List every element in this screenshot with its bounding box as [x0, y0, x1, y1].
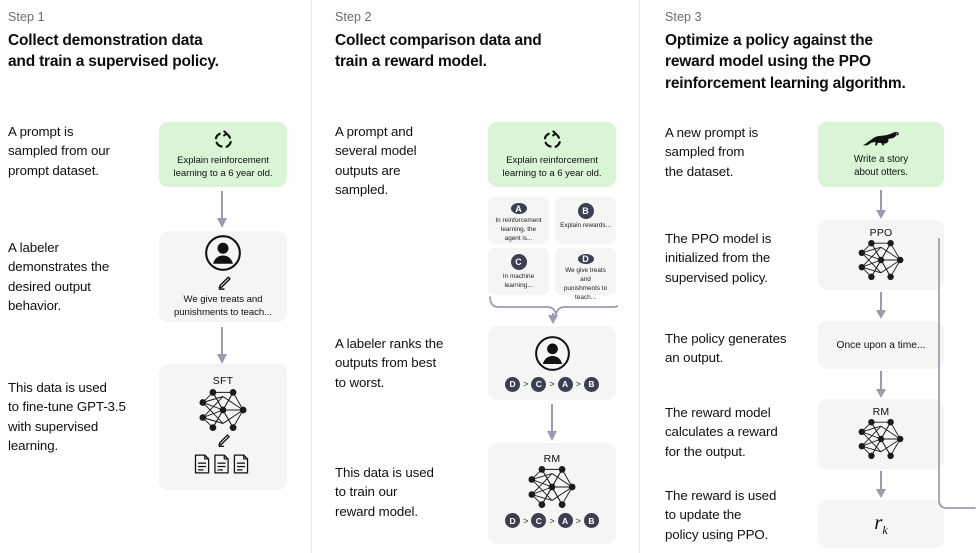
step-1-prompt-text: Explain reinforcement learning to a 6 ye…	[173, 154, 273, 179]
step-3-output-card: Once upon a time...	[818, 321, 944, 369]
rank-badge-2: C	[531, 513, 547, 528]
step-1-label: Step 1	[8, 10, 45, 24]
step-3-column: Step 3 Optimize a policy against the rew…	[655, 0, 977, 553]
step-3-caption-3: The policy generates an output.	[665, 331, 787, 366]
step-3-rm-card: RM	[818, 399, 944, 469]
step-3-ppo-card: PPO	[818, 220, 944, 290]
neural-net-icon	[851, 240, 911, 280]
arrow-down-6	[874, 371, 888, 399]
step-2-rm-title: RM	[543, 453, 561, 465]
step-2-labeler-card: D > C > A > B	[488, 326, 616, 400]
person-icon	[534, 335, 571, 372]
rank-badge-3: A	[557, 376, 573, 392]
arrow-down-5	[874, 292, 888, 320]
step-2-rm-ranking: D > C > A > B	[505, 513, 599, 528]
rank-gt: >	[575, 515, 581, 526]
option-card-a: A In reinforcement learning, the agent i…	[488, 197, 549, 244]
column-divider-1	[311, 0, 312, 553]
option-text-c: In machine learning...	[502, 273, 535, 289]
pencil-icon	[215, 433, 231, 449]
step-3-prompt-card: Write a story about otters.	[818, 122, 944, 187]
rank-badge-4: B	[583, 513, 599, 528]
step-2-label: Step 2	[335, 10, 372, 24]
otter-icon	[861, 130, 901, 148]
step-3-prompt-text: Write a story about otters.	[853, 153, 909, 178]
arrow-down-3	[545, 404, 559, 442]
step-2-column: Step 2 Collect comparison data and train…	[327, 0, 639, 553]
option-badge-c: C	[510, 254, 527, 270]
step-1-column: Step 1 Collect demonstration data and tr…	[0, 0, 311, 553]
option-card-c: C In machine learning...	[488, 248, 549, 295]
reload-icon	[541, 129, 563, 151]
rank-gt: >	[549, 379, 555, 389]
rank-badge-4: B	[583, 376, 599, 392]
reward-formula: rk	[874, 509, 888, 538]
step-1-caption-3: This data is used to fine-tune GPT-3.5 w…	[8, 380, 126, 453]
step-2-caption-3: This data is used to train our reward mo…	[335, 465, 434, 519]
pencil-icon	[215, 275, 232, 292]
option-text-b: Explain rewards...	[560, 222, 611, 229]
step-2-labeler-ranking: D > C > A > B	[505, 376, 599, 392]
step-1-title: Collect demonstration data and train a s…	[8, 32, 219, 71]
step-3-label: Step 3	[665, 10, 702, 24]
step-3-caption-5: The reward is used to update the policy …	[665, 488, 777, 542]
step-2-caption-2: A labeler ranks the outputs from best to…	[335, 336, 444, 390]
step-3-caption-2: The PPO model is initialized from the su…	[665, 231, 772, 285]
rank-badge-2: C	[531, 376, 547, 392]
step-3-caption-1: A new prompt is sampled from the dataset…	[665, 125, 759, 179]
rank-badge-1: D	[505, 513, 521, 528]
step-1-labeler-text: We give treats and punishments to teach.…	[173, 293, 273, 318]
rank-badge-3: A	[557, 513, 573, 528]
neural-net-icon	[851, 419, 911, 459]
step-3-ppo-title: PPO	[869, 227, 893, 239]
step-1-labeler-card: We give treats and punishments to teach.…	[159, 231, 287, 322]
step-2-caption-1: A prompt and several model outputs are s…	[335, 124, 417, 197]
rank-gt: >	[523, 515, 529, 526]
brace-arrow-down	[488, 296, 618, 324]
step-2-prompt-card: Explain reinforcement learning to a 6 ye…	[488, 122, 616, 187]
step-3-output-text: Once upon a time...	[836, 339, 926, 351]
neural-net-icon	[521, 466, 583, 508]
option-badge-b: B	[577, 203, 594, 219]
step-1-caption-1: A prompt is sampled from our prompt data…	[8, 124, 110, 178]
step-3-reward-card: rk	[818, 500, 944, 548]
rank-gt: >	[549, 515, 555, 526]
documents-icon	[192, 453, 254, 475]
person-icon	[204, 234, 242, 272]
step-3-title: Optimize a policy against the reward mod…	[665, 32, 906, 92]
column-divider-2	[639, 0, 640, 553]
step-1-prompt-card: Explain reinforcement learning to a 6 ye…	[159, 122, 287, 187]
option-text-a: In reinforcement learning, the agent is.…	[495, 217, 542, 243]
reload-icon	[212, 129, 234, 151]
option-badge-a: A	[510, 203, 527, 215]
arrow-down-4	[874, 190, 888, 220]
option-text-d: We give treats and punishments to teach.…	[563, 267, 608, 301]
option-card-d: D We give treats and punishments to teac…	[555, 248, 616, 301]
arrow-down-1	[215, 191, 229, 229]
arrow-down-2	[215, 327, 229, 365]
step-2-rm-card: RM	[488, 443, 616, 544]
step-3-caption-4: The reward model calculates a reward for…	[665, 405, 778, 459]
option-card-b: B Explain rewards...	[555, 197, 616, 244]
step-2-title: Collect comparison data and train a rewa…	[335, 32, 542, 71]
option-badge-d: D	[577, 254, 594, 264]
step-1-caption-2: A labeler demonstrates the desired outpu…	[8, 240, 110, 313]
rank-gt: >	[523, 379, 529, 389]
step-3-rm-title: RM	[872, 406, 890, 418]
neural-net-icon	[192, 389, 254, 431]
step-1-sft-title: SFT	[212, 375, 234, 387]
arrow-down-7	[874, 471, 888, 499]
step-1-sft-card: SFT	[159, 364, 287, 490]
feedback-loop-arrow	[930, 238, 977, 528]
rank-gt: >	[575, 379, 581, 389]
step-2-prompt-text: Explain reinforcement learning to a 6 ye…	[502, 154, 602, 179]
rank-badge-1: D	[505, 376, 521, 392]
